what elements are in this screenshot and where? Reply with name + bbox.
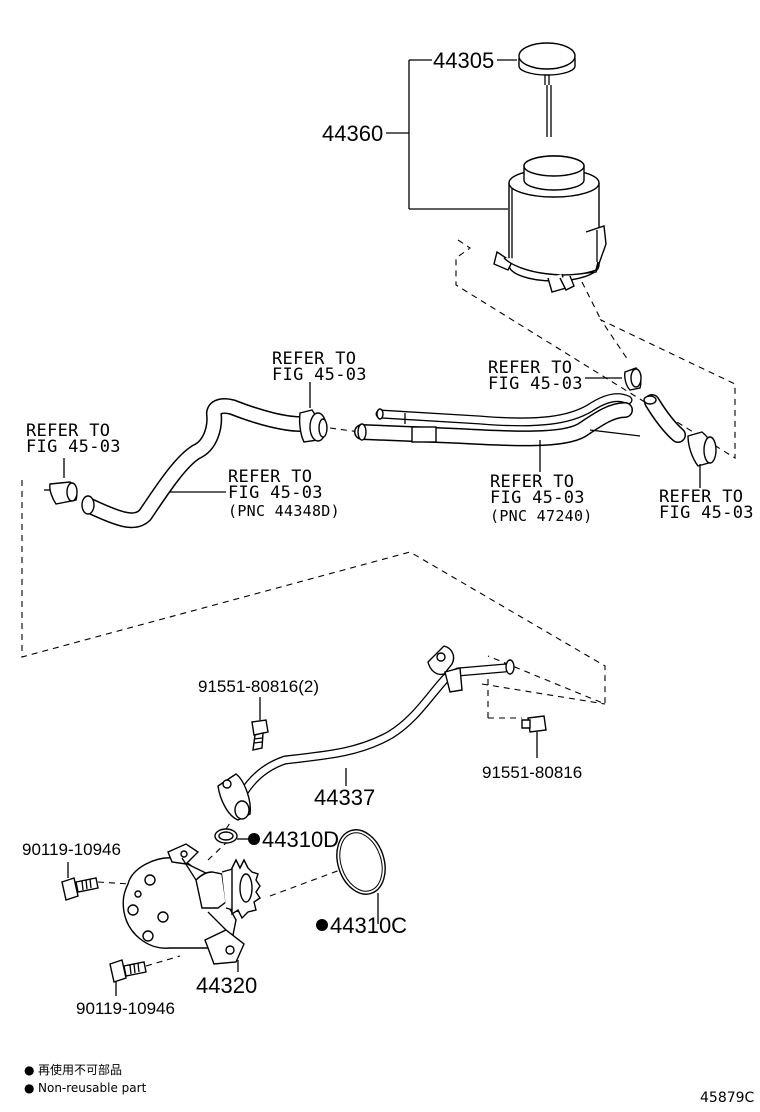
part-number-bolt-pump-top: 90119-10946 [22, 840, 121, 859]
hose-clamp-middle [298, 409, 361, 443]
refer-label-middle: REFER TO [272, 349, 356, 369]
bolt-tube-right [521, 715, 547, 758]
leader-reservoir [386, 59, 517, 210]
gasket-44310d [207, 819, 248, 861]
part-number-bolt-pump-bottom: 90119-10946 [76, 999, 175, 1018]
part-number-oring: 44310C [330, 913, 407, 938]
legend-text-english: Non-reusable part [38, 1081, 147, 1095]
reservoir-cap [518, 42, 576, 137]
non-reusable-marker-44310c [316, 919, 328, 931]
diagram-code: 45879C [700, 1090, 755, 1106]
part-number-tube: 44337 [314, 785, 375, 810]
reservoir [493, 155, 607, 293]
pnc-label-pipe: (PNC 47240) [490, 507, 593, 525]
legend-bullet-jp: ● [24, 1063, 34, 1077]
pressure-tube [217, 645, 515, 821]
refer-label-pipe: REFER TO [490, 472, 574, 492]
bolt-tube-top [251, 697, 269, 751]
non-reusable-marker-44310d [248, 833, 260, 845]
pnc-label-hose-left: (PNC 44348D) [228, 502, 340, 520]
power-steering-pump [122, 843, 261, 965]
hose-clamp-lower-right [687, 431, 717, 467]
dashed-frame-middle [21, 480, 606, 719]
oring-44310c [269, 829, 386, 924]
bolt-pump-top [61, 862, 131, 901]
leaders-refer [63, 377, 701, 493]
dashed-frame-upper [455, 239, 736, 459]
refer-label-hose-left: REFER TO [228, 467, 312, 487]
refer-label-left: REFER TO [26, 421, 110, 441]
fig-label-lower-right: FIG 45-03 [659, 503, 754, 523]
pipe-assembly-right [354, 393, 686, 447]
refer-label-upper-right: REFER TO [488, 358, 572, 378]
part-number-bolt-tube-right: 91551-80816 [482, 763, 582, 782]
return-hose-left [81, 398, 308, 529]
part-number-cap: 44305 [433, 48, 494, 73]
fig-label-middle: FIG 45-03 [272, 365, 367, 385]
part-number-gasket: 44310D [262, 827, 339, 852]
legend-bullet-en: ● [24, 1081, 34, 1095]
fig-label-hose-left: FIG 45-03 [228, 483, 323, 503]
part-number-pump: 44320 [196, 973, 257, 998]
bolt-pump-bottom [109, 955, 181, 996]
fig-label-pipe: FIG 45-03 [490, 488, 585, 508]
fig-label-left: FIG 45-03 [26, 437, 121, 457]
legend: ● 再使用不可部品 ● Non-reusable part [24, 1062, 147, 1095]
part-number-reservoir: 44360 [322, 121, 383, 146]
hose-clamp-upper-right [624, 367, 642, 391]
hose-clamp-left [44, 481, 78, 505]
legend-text-japanese: 再使用不可部品 [38, 1062, 122, 1077]
fig-label-upper-right: FIG 45-03 [488, 374, 583, 394]
refer-label-lower-right: REFER TO [659, 487, 743, 507]
part-number-bolt-tube-top: 91551-80816(2) [198, 677, 319, 696]
